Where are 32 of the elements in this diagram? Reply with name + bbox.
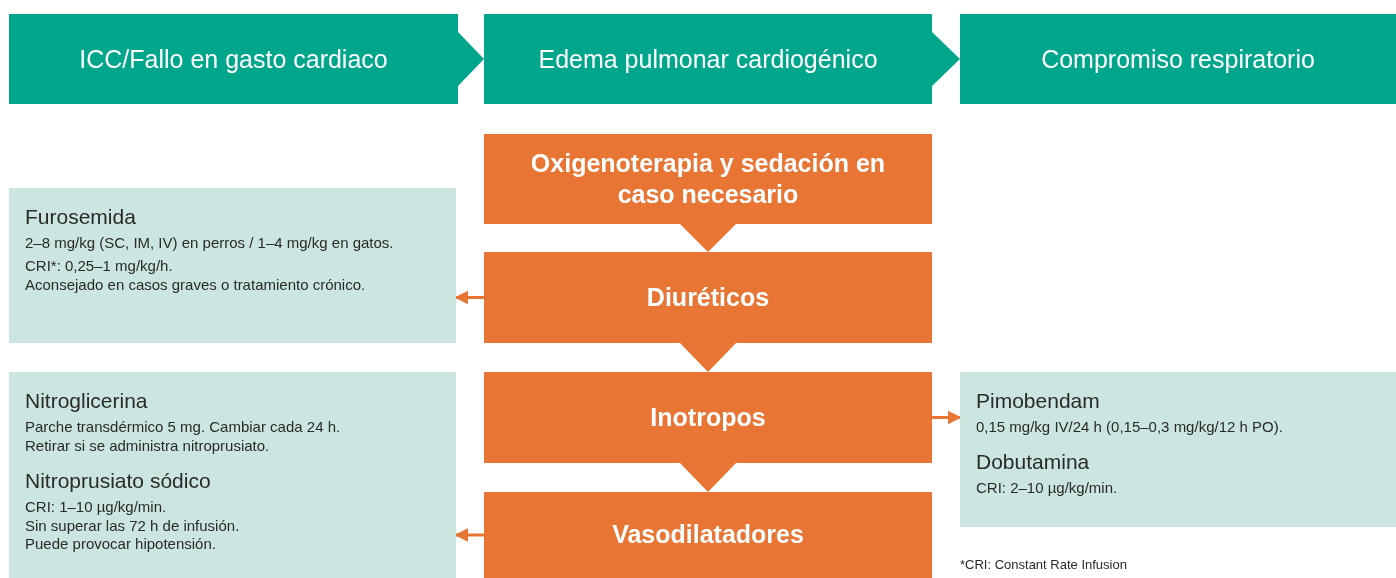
dosage-text: Sin superar las 72 h de infusión.: [25, 516, 241, 536]
chevron-arrow: [932, 32, 960, 86]
header-text: Edema pulmonar cardiogénico: [538, 44, 878, 74]
drug-info-panel: [9, 188, 456, 343]
drug-name: Dobutamina: [976, 448, 1091, 475]
dosage-text: Puede provocar hipotensión.: [25, 535, 217, 555]
chevron-arrow: [680, 343, 736, 372]
dosage-text: Retirar si se administra nitroprusiato.: [25, 436, 271, 456]
chevron-arrow: [680, 224, 736, 252]
step-text: Vasodilatadores: [612, 519, 804, 551]
drug-name: Nitroprusiato sódico: [25, 467, 212, 493]
step-text: Inotropos: [650, 401, 766, 433]
dosage-text: CRI: 1–10 µg/kg/min.: [25, 497, 168, 517]
header-text: Compromiso respiratorio: [1041, 44, 1315, 74]
dosage-text: CRI*: 0,25–1 mg/kg/h.: [25, 256, 174, 276]
chevron-arrow: [680, 463, 736, 492]
footnote: *CRI: Constant Rate Infusion: [960, 557, 1127, 572]
dosage-text: Aconsejado en casos graves o tratamiento crónico.: [25, 275, 367, 295]
dosage-text: 0,15 mg/kg IV/24 h (0,15–0,3 mg/kg/12 h PO).: [976, 418, 1284, 437]
step-text: Oxigenoterapia y sedación en caso necesario: [529, 147, 887, 210]
drug-name: Nitroglicerina: [25, 388, 149, 414]
drug-name: Pimobendam: [976, 388, 1101, 414]
dosage-text: 2–8 mg/kg (SC, IM, IV) en perros / 1–4 mg/kg en gatos.: [25, 234, 395, 253]
dosage-text: CRI: 2–10 µg/kg/min.: [976, 479, 1119, 498]
drug-info-panel: [960, 372, 1396, 527]
drug-info-panel: [9, 372, 456, 578]
dosage-text: Parche transdérmico 5 mg. Cambiar cada 24 h.: [25, 418, 342, 437]
step-text: Diuréticos: [646, 281, 770, 313]
arrow: [932, 410, 962, 425]
drug-name: Furosemida: [25, 204, 137, 230]
header-text: ICC/Fallo en gasto cardiaco: [79, 44, 388, 74]
chevron-arrow: [458, 32, 484, 86]
